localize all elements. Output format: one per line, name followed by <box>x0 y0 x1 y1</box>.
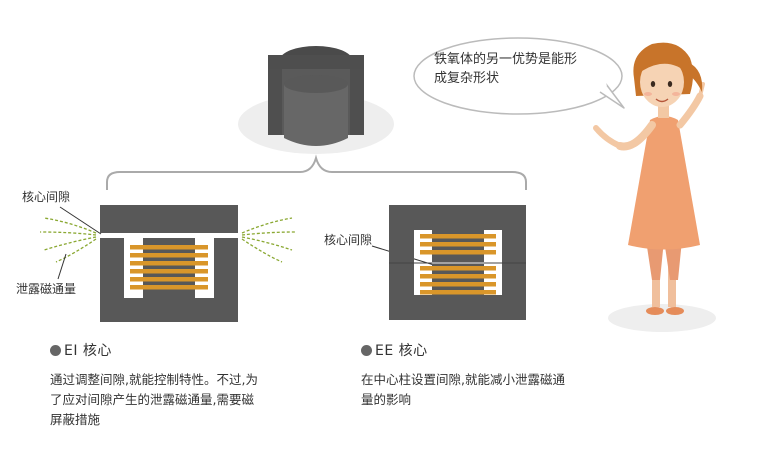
speech-bubble-line2: 成复杂形状 <box>434 71 500 86</box>
ei-core-description: 通过调整间隙,就能控制特性。不过,为 了应对间隙产生的泄露磁通量,需要磁 屏蔽措… <box>50 370 258 430</box>
ee-coil <box>420 234 496 295</box>
brace-line <box>106 154 527 190</box>
ei-desc-line: 屏蔽措施 <box>50 412 101 427</box>
ee-core-description: 在中心柱设置间隙,就能减小泄露磁通 量的影响 <box>361 370 565 410</box>
ei-desc-line: 了应对间隙产生的泄露磁通量,需要磁 <box>50 392 254 407</box>
ee-desc-line: 量的影响 <box>361 392 412 407</box>
core-gap-label-right: 核心间隙 <box>324 233 373 247</box>
ee-core-title-text: EE 核心 <box>375 343 428 359</box>
bullet-dot-icon <box>361 345 372 356</box>
ee-desc-line: 在中心柱设置间隙,就能减小泄露磁通 <box>361 372 565 387</box>
ee-core-diagram <box>389 205 526 320</box>
core-gap-label-left: 核心间隙 <box>22 190 71 204</box>
ee-core-title: EE 核心 <box>361 340 428 360</box>
ei-core-title-text: EI 核心 <box>64 343 112 359</box>
ei-core-title: EI 核心 <box>50 340 112 360</box>
ei-desc-line: 通过调整间隙,就能控制特性。不过,为 <box>50 372 258 387</box>
ei-core-diagram <box>100 205 238 322</box>
ferrite-core-3d-icon <box>238 46 394 154</box>
speech-bubble-text: 铁氧体的另一优势是能形 成复杂形状 <box>434 50 577 88</box>
leakage-flux-lines <box>39 217 297 263</box>
bullet-dot-icon <box>50 345 61 356</box>
speech-bubble-line1: 铁氧体的另一优势是能形 <box>434 52 578 67</box>
leakage-flux-label: 泄露磁通量 <box>16 282 77 296</box>
speech-bubble <box>413 37 625 115</box>
ei-coil <box>130 245 208 290</box>
woman-illustration <box>593 42 716 332</box>
